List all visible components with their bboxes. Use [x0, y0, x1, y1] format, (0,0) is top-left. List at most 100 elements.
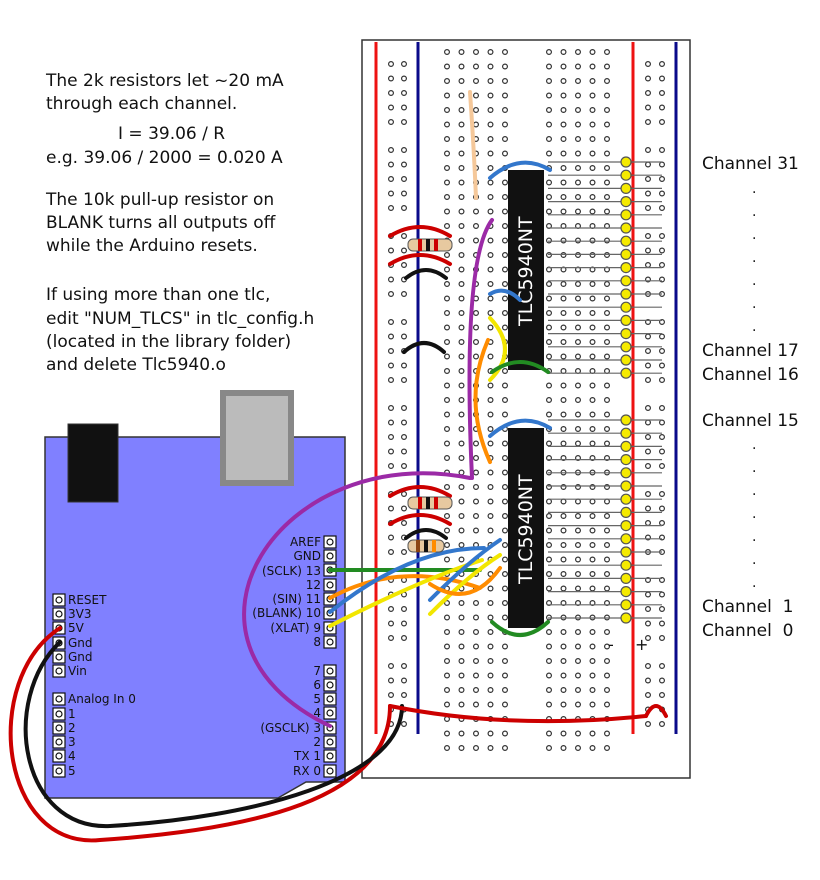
breadboard-hole	[603, 310, 610, 317]
breadboard-hole	[560, 237, 567, 244]
breadboard-hole	[603, 686, 610, 693]
pin-label-vin: Vin	[68, 664, 87, 678]
breadboard-hole	[502, 730, 509, 737]
breadboard-hole	[574, 411, 581, 418]
wire-blue-top-chip	[488, 160, 552, 180]
channel-pin	[620, 519, 632, 532]
arduino-header-hole	[326, 738, 334, 746]
breadboard-hole	[574, 440, 581, 447]
rail-hole	[658, 620, 665, 627]
usb-port	[220, 390, 294, 486]
breadboard-hole	[560, 512, 567, 519]
pin-label-gnd: GND	[293, 549, 321, 563]
breadboard-hole	[545, 106, 552, 113]
breadboard-hole	[502, 455, 509, 462]
breadboard-hole	[458, 165, 465, 172]
breadboard-hole	[473, 208, 480, 215]
breadboard-hole	[574, 63, 581, 70]
breadboard-hole	[574, 121, 581, 128]
breadboard-hole	[574, 208, 581, 215]
channel-ellipsis-dot: .	[752, 483, 757, 499]
breadboard-hole	[603, 324, 610, 331]
breadboard-hole	[458, 672, 465, 679]
breadboard-hole	[560, 643, 567, 650]
breadboard-hole	[589, 498, 596, 505]
breadboard-hole	[444, 179, 451, 186]
breadboard-hole	[589, 484, 596, 491]
arduino-header-hole	[326, 681, 334, 689]
breadboard-hole	[589, 744, 596, 751]
pin-label-10: (BLANK) 10	[252, 606, 321, 620]
rail-hole	[644, 233, 651, 240]
breadboard-hole	[458, 397, 465, 404]
note-multi-tlc-line2: edit "NUM_TLCS" in tlc_config.h	[46, 309, 315, 329]
rail-hole	[401, 405, 408, 412]
rail-hole	[658, 233, 665, 240]
jumper-red-3	[388, 485, 452, 498]
breadboard-hole	[589, 672, 596, 679]
breadboard-hole	[545, 339, 552, 346]
breadboard-hole	[589, 92, 596, 99]
arduino-header-hole	[326, 638, 334, 646]
rail-hole	[658, 118, 665, 125]
breadboard-hole	[545, 643, 552, 650]
breadboard-hole	[589, 556, 596, 563]
breadboard-hole	[589, 165, 596, 172]
breadboard-hole	[574, 585, 581, 592]
breadboard-hole	[560, 397, 567, 404]
breadboard-hole	[458, 541, 465, 548]
rail-hole	[388, 104, 395, 111]
rail-hole	[401, 491, 408, 498]
channel-ellipsis-dot: .	[752, 460, 757, 476]
channel-pin	[620, 572, 632, 585]
rail-hole	[644, 377, 651, 384]
breadboard-hole	[603, 208, 610, 215]
channel-pin	[620, 341, 632, 353]
rail-hole	[401, 434, 408, 441]
breadboard-hole	[560, 556, 567, 563]
rail-hole	[644, 448, 651, 455]
breadboard	[361, 39, 691, 779]
rail-hole	[644, 161, 651, 168]
breadboard-hole	[473, 657, 480, 664]
breadboard-hole	[502, 106, 509, 113]
channel-ellipsis-dot: .	[752, 273, 757, 289]
breadboard-hole	[502, 657, 509, 664]
rail-hole	[658, 405, 665, 412]
breadboard-hole	[487, 599, 494, 606]
note-formula: I = 39.06 / R	[118, 124, 226, 144]
breadboard-hole	[444, 672, 451, 679]
channel-pin	[620, 209, 632, 221]
rail-hole	[644, 463, 651, 470]
breadboard-hole	[458, 121, 465, 128]
breadboard-hole	[444, 614, 451, 621]
channel-pin	[620, 612, 632, 624]
breadboard-hole	[487, 194, 494, 201]
wire-blue-cross	[428, 538, 502, 602]
breadboard-hole	[560, 353, 567, 360]
rail-hole	[644, 505, 651, 512]
breadboard-hole	[458, 657, 465, 664]
rail-hole	[658, 677, 665, 684]
breadboard-hole	[603, 92, 610, 99]
rail-hole	[644, 691, 651, 698]
pin-label-5: 5	[313, 692, 321, 706]
breadboard-hole	[487, 657, 494, 664]
rail-hole	[644, 333, 651, 340]
arduino-header-hole	[55, 667, 63, 675]
jumper-black-3	[404, 528, 448, 540]
breadboard-hole	[458, 136, 465, 143]
rail-hole	[644, 405, 651, 412]
arduino-header-hole	[55, 767, 63, 775]
breadboard-hole	[574, 527, 581, 534]
breadboard-hole	[458, 150, 465, 157]
breadboard-hole	[574, 512, 581, 519]
breadboard-hole	[444, 194, 451, 201]
breadboard-hole	[502, 484, 509, 491]
breadboard-hole	[589, 106, 596, 113]
breadboard-hole	[574, 324, 581, 331]
breadboard-hole	[589, 310, 596, 317]
rail-hole	[388, 620, 395, 627]
rail-hole	[658, 247, 665, 254]
breadboard-hole	[444, 310, 451, 317]
